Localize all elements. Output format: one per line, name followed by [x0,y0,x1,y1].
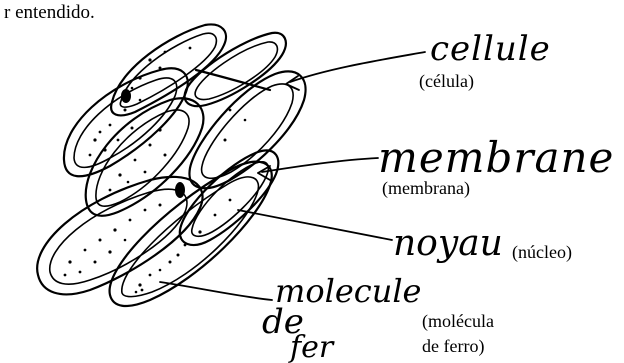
label-membrana-printed: (membrana) [382,178,470,200]
label-cellule-handwritten: cellule [430,32,551,66]
cell-lower-right [110,162,272,306]
label-molecula-printed-line2: de ferro) [422,336,484,358]
label-molecule-handwritten-line3: fer [290,333,333,363]
label-membrane-handwritten: membrane [378,137,614,179]
label-celula-printed: (célula) [419,71,474,93]
cell-top-right [185,33,286,106]
cell-right-upper [189,72,305,189]
nucleus-center [175,182,185,198]
label-noyau-handwritten: noyau [393,226,503,262]
nucleus-top-left [121,89,131,103]
label-nucleo-printed: (núcleo) [512,242,572,264]
label-molecula-printed-line1: (molécula [422,311,494,333]
